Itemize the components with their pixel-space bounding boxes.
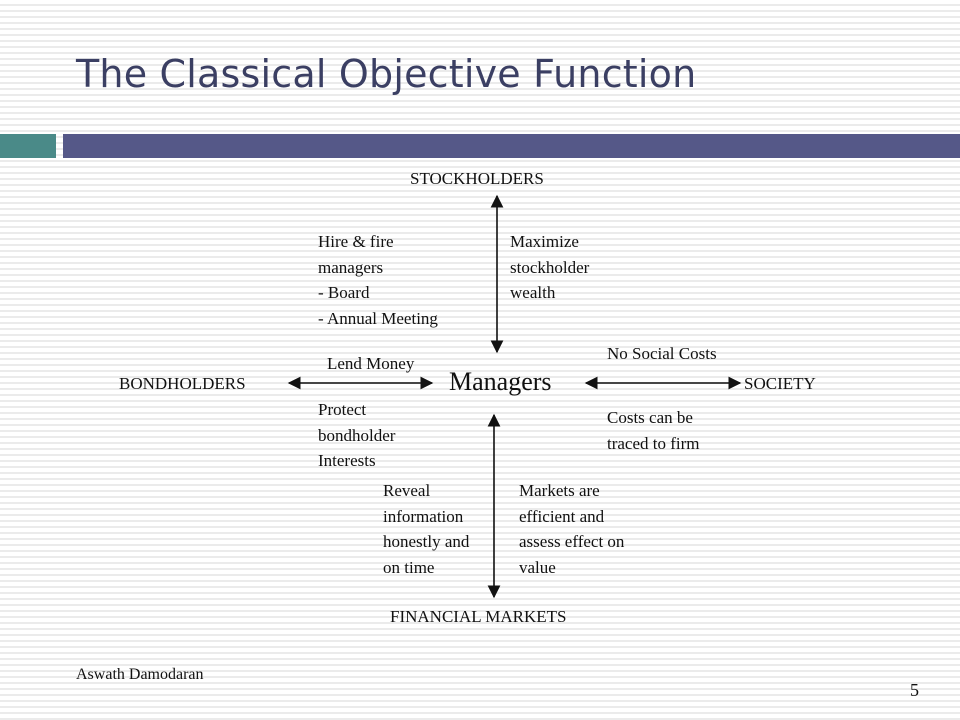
label-line: Markets are [519, 481, 600, 500]
label-line: stockholder [510, 257, 590, 277]
label-line: - Annual Meeting [318, 308, 438, 328]
slide-title: The Classical Objective Function [76, 52, 697, 96]
node-society: SOCIETY [744, 374, 816, 393]
label-line: on time [383, 557, 435, 577]
page-number: 5 [910, 680, 919, 700]
label-stockholders-left: Hire & fire managers - Board - Annual Me… [318, 229, 438, 331]
label-line: honestly and [383, 532, 470, 551]
label-line: Hire & fire [318, 232, 394, 251]
label-line: Reveal [383, 481, 431, 500]
title-bar [63, 134, 960, 158]
label-line: Interests [318, 451, 376, 470]
label-society-top: No Social Costs [607, 344, 717, 363]
node-managers: Managers [449, 367, 552, 396]
node-bondholders: BONDHOLDERS [119, 374, 246, 393]
label-line: - Board [318, 283, 370, 302]
node-stockholders: STOCKHOLDERS [410, 169, 544, 188]
footer-author: Aswath Damodaran [76, 666, 204, 683]
label-markets-left: Reveal information honestly and on time [383, 478, 469, 580]
label-line: bondholder [318, 425, 396, 445]
label-line: managers [318, 257, 384, 277]
label-markets-right: Markets are efficient and assess effect … [519, 478, 624, 580]
label-line: information [383, 506, 464, 526]
label-bondholders-bottom: Protect bondholder Interests [318, 397, 395, 474]
label-society-bottom: Costs can be traced to firm [607, 405, 700, 456]
label-line: efficient and [519, 506, 605, 526]
label-bondholders-top: Lend Money [327, 354, 415, 373]
label-line: Costs can be [607, 408, 693, 427]
label-line: assess effect on [519, 532, 625, 551]
label-line: Maximize [510, 232, 579, 251]
node-financial-markets: FINANCIAL MARKETS [390, 607, 567, 626]
label-line: value [519, 557, 556, 577]
label-line: traced to firm [607, 433, 700, 453]
title-bar-accent [0, 134, 56, 158]
label-line: Protect [318, 400, 367, 419]
label-line: wealth [510, 283, 556, 302]
label-stockholders-right: Maximize stockholder wealth [510, 229, 589, 306]
